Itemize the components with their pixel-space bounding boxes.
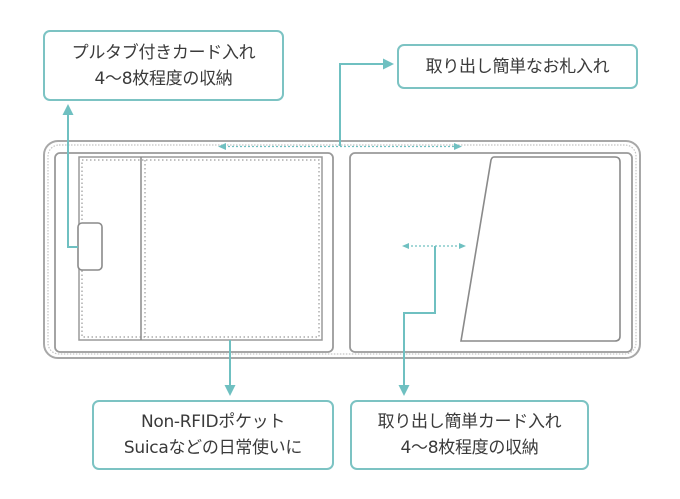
callout-non-rfid-line2: Suicaなどの日常使いに [123,438,303,458]
callout-non-rfid-line1: Non-RFIDポケット [140,412,286,432]
pull-tab-connector [62,104,78,248]
arrow-icon [383,58,394,70]
arrow-icon [224,385,236,396]
callout-non-rfid-pocket: Non-RFIDポケット Suicaなどの日常使いに [92,400,334,470]
callout-bill-compartment: 取り出し簡単なお札入れ [397,44,638,89]
left-pocket-outline [78,156,323,341]
callout-card-slot-line2: 4〜8枚程度の収納 [400,438,539,458]
card-slot [460,156,621,342]
card-slot-double-arrow-icon [402,243,466,249]
card-slot-connector [398,246,436,396]
bill-compartment-connector [339,58,394,146]
callout-pull-tab-line1: プルタブ付きカード入れ [71,42,256,63]
arrow-icon [62,104,74,115]
non-rfid-connector [224,340,236,396]
bill-compartment-double-arrow-icon [218,143,462,150]
callout-bill-line1: 取り出し簡単なお札入れ [425,56,610,77]
callout-pull-tab-card-holder: プルタブ付きカード入れ 4〜8枚程度の収納 [43,30,284,101]
wallet-outer-stitch [47,144,637,355]
arrow-icon [398,385,410,396]
callout-card-slot-line1: 取り出し簡単カード入れ [377,412,562,432]
callout-pull-tab-line2: 4〜8枚程度の収納 [94,68,233,89]
pull-tab [77,222,103,271]
left-pocket-stitch [81,159,320,338]
callout-easy-card-slot: 取り出し簡単カード入れ 4〜8枚程度の収納 [350,400,589,470]
